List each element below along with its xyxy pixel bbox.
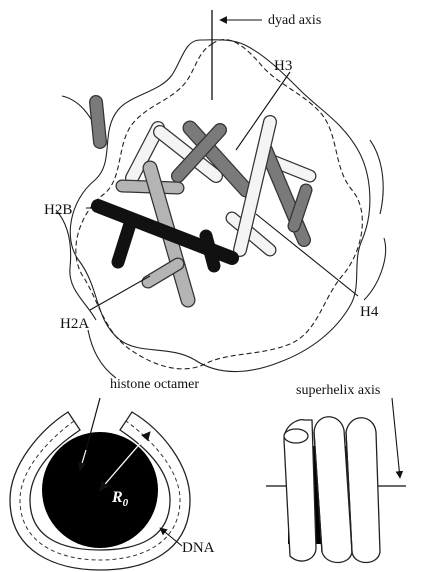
dyad-axis-label: dyad axis bbox=[268, 13, 321, 28]
rod-h2b-c bbox=[206, 236, 214, 266]
histone-octamer-label: histone octamer bbox=[110, 377, 199, 392]
h4-label: H4 bbox=[360, 304, 379, 320]
dna-label: DNA bbox=[182, 540, 215, 556]
superhelix-pointer bbox=[392, 398, 400, 478]
h2a-leader bbox=[90, 276, 150, 310]
rod-h2b-b bbox=[118, 224, 130, 262]
h2b-label: H2B bbox=[44, 202, 72, 218]
superhelix-axis-label: superhelix axis bbox=[296, 383, 380, 398]
nucleosome-core-panel: dyad axis H3 H2B H4 H2A bbox=[44, 10, 386, 378]
top-view-panel: histone octamer R0 DNA bbox=[10, 377, 215, 570]
h3-label: H3 bbox=[274, 58, 292, 74]
side-view-panel: superhelix axis bbox=[266, 383, 406, 563]
histone-rods bbox=[96, 102, 310, 300]
dna-coils-side-view bbox=[284, 417, 380, 563]
h2a-label: H2A bbox=[60, 316, 89, 332]
